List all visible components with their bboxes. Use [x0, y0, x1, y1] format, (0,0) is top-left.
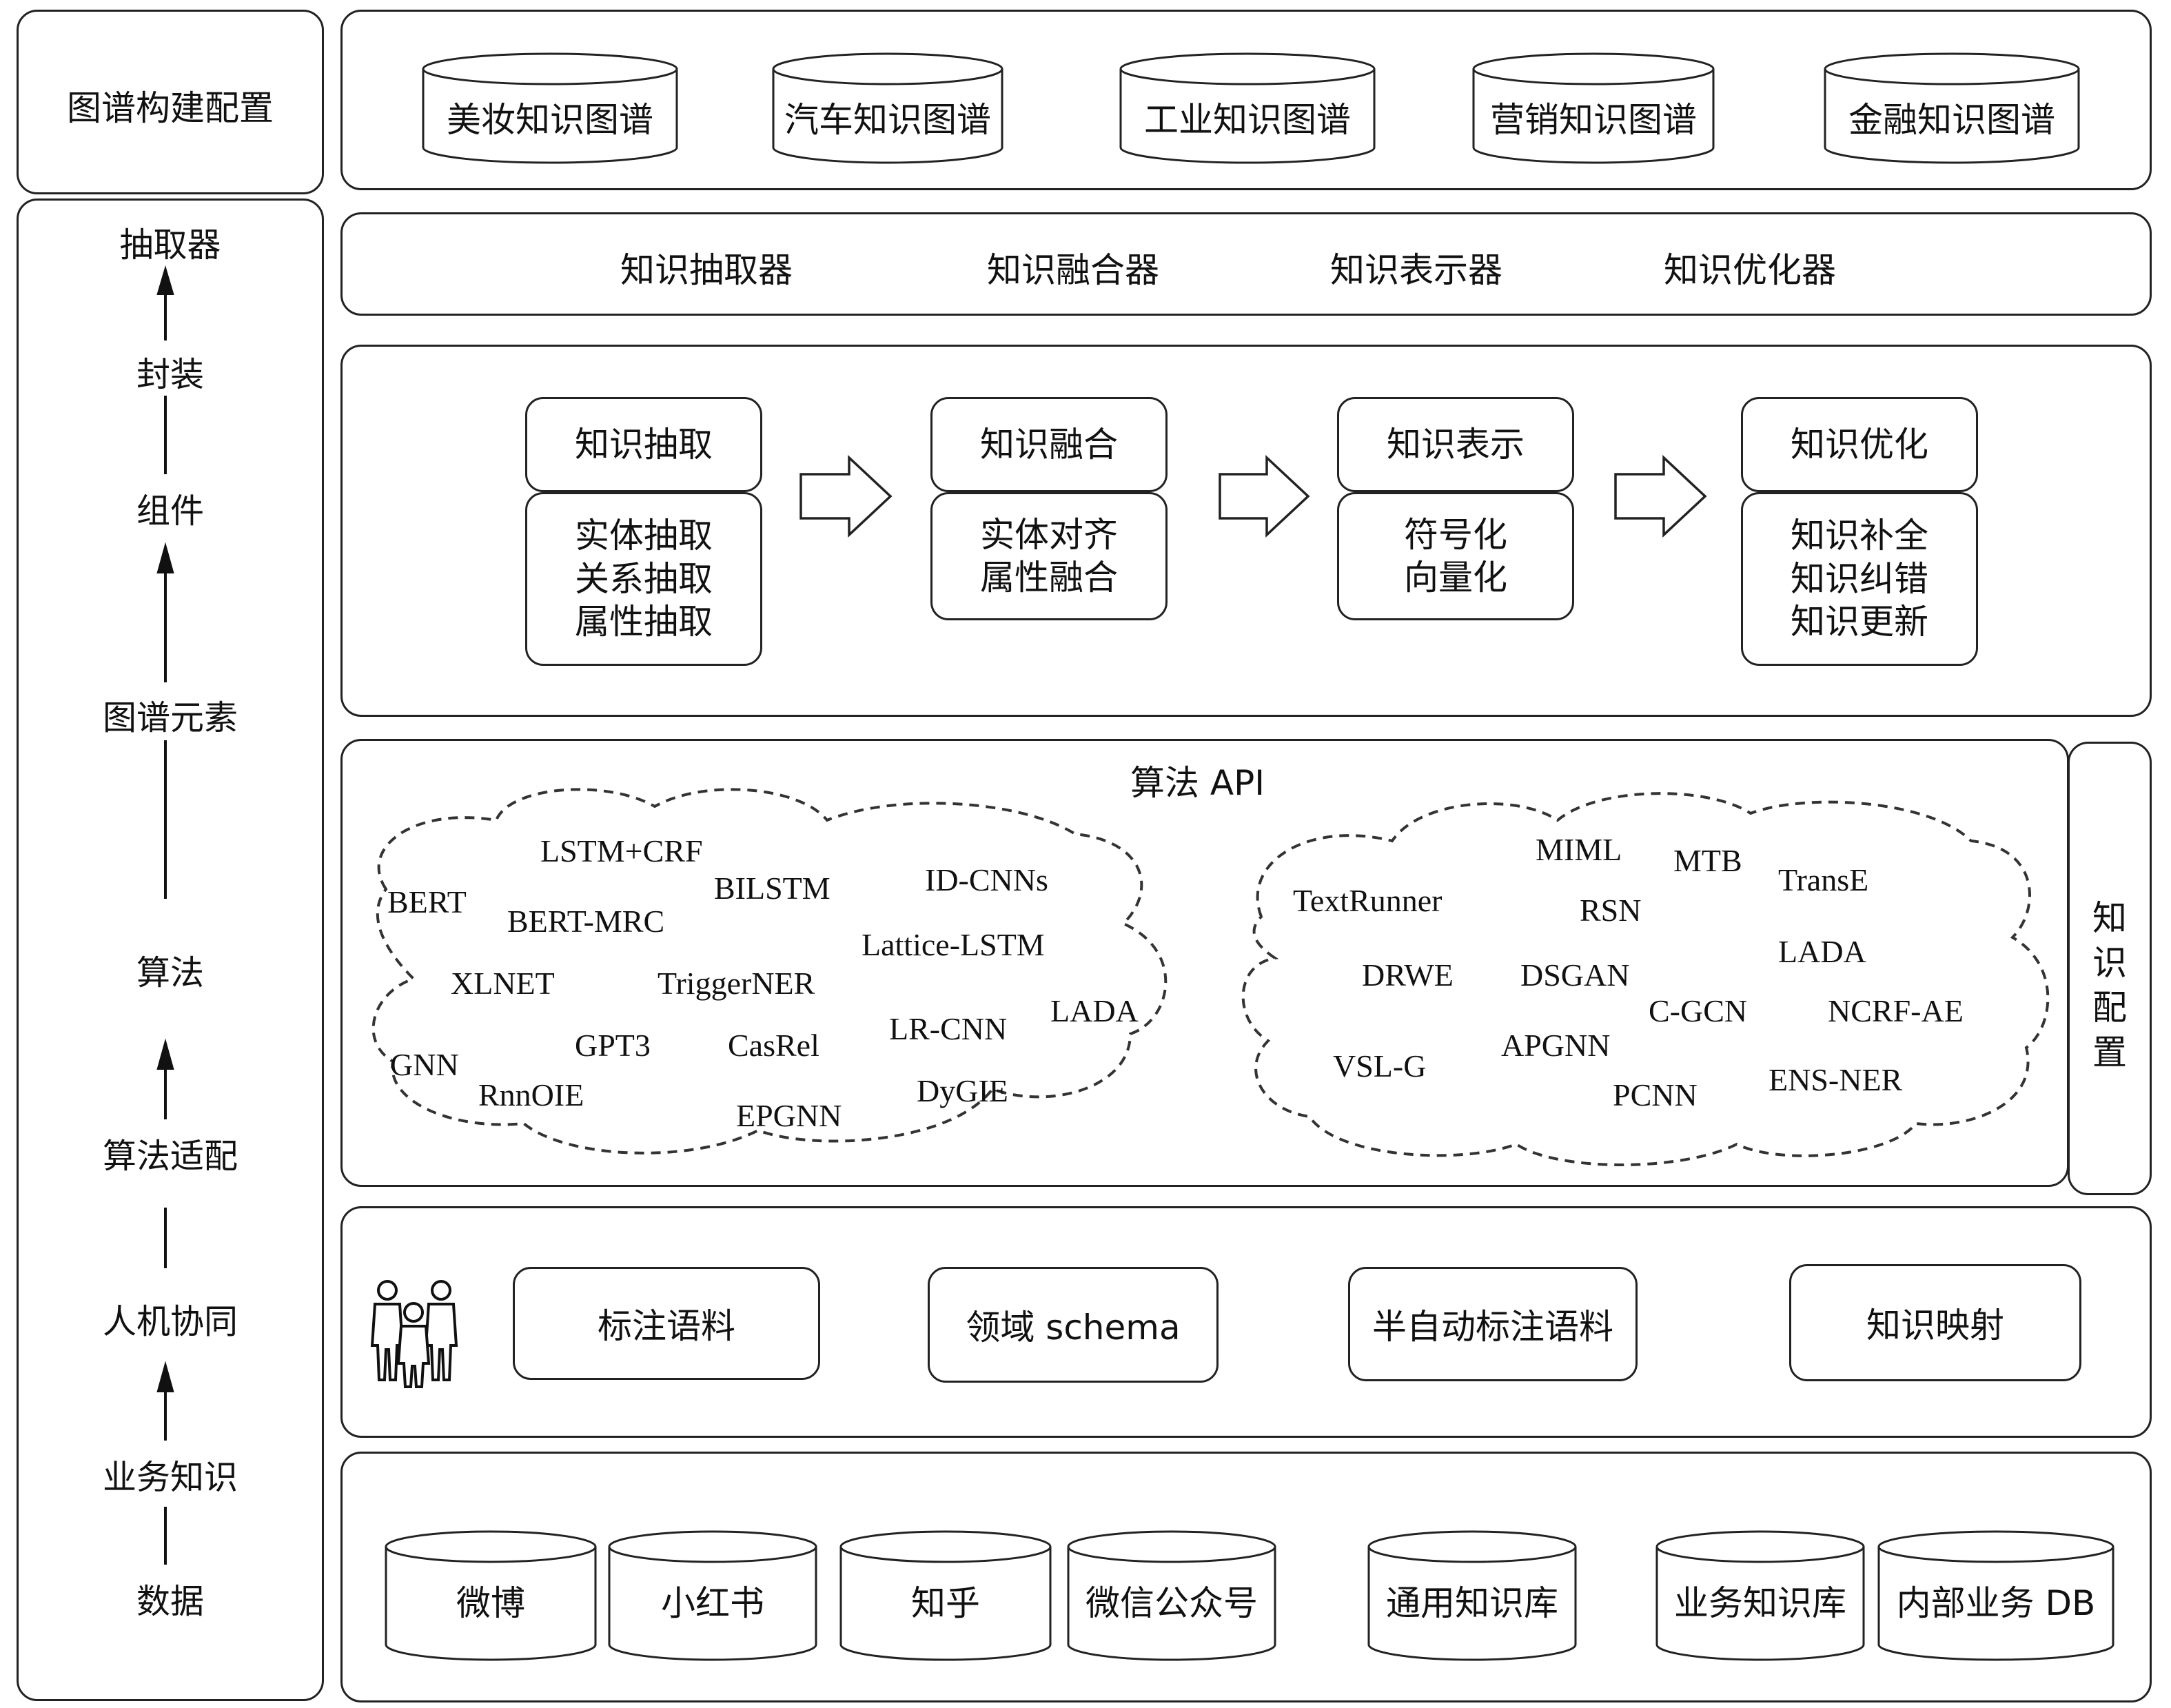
- algo-c-gcn: C-GCN: [1649, 993, 1748, 1028]
- algo-mtb: MTB: [1673, 843, 1742, 878]
- algorithm-title: 算法 API: [1130, 763, 1265, 803]
- algo-dsgan: DSGAN: [1520, 957, 1630, 993]
- algo-transe: TransE: [1778, 862, 1869, 897]
- pipeline-arrow-3: [1614, 454, 1707, 538]
- algo-id-cnns: ID-CNNs: [925, 862, 1048, 897]
- pipeline-stage-extraction-body: 实体抽取 关系抽取 属性抽取: [525, 492, 762, 666]
- algo-casrel: CasRel: [728, 1028, 819, 1063]
- algo-apgnn: APGNN: [1501, 1028, 1611, 1063]
- algo-lstm-crf: LSTM+CRF: [540, 833, 703, 868]
- graph-domain-marketing: 营销知识图谱: [1490, 100, 1697, 140]
- pipeline-arrow-2: [1219, 454, 1310, 538]
- config-header-box: 图谱构建配置: [17, 10, 324, 194]
- tool-fuser: 知识融合器: [987, 250, 1159, 290]
- algo-bert-mrc: BERT-MRC: [507, 904, 665, 939]
- people-icon: [370, 1280, 458, 1388]
- pipeline-stage-fusion-body: 实体对齐 属性融合: [930, 492, 1168, 620]
- data-source-weibo: 微博: [456, 1583, 525, 1623]
- algo-lattice-lstm: Lattice-LSTM: [862, 927, 1045, 962]
- algorithm-cloud-right: [1241, 792, 2050, 1166]
- tool-extractor: 知识抽取器: [620, 250, 793, 290]
- algo-ncrf-ae: NCRF-AE: [1828, 993, 1964, 1028]
- data-source-xiaohongshu: 小红书: [661, 1583, 764, 1623]
- algo-pcnn: PCNN: [1613, 1077, 1698, 1112]
- flow-step-component: 组件: [136, 491, 204, 531]
- build-flow-column: [17, 199, 324, 1701]
- pipeline-stage-representation-body: 符号化 向量化: [1337, 492, 1574, 620]
- algo-gpt3: GPT3: [575, 1028, 651, 1063]
- knowledge-config-side-panel: [2068, 742, 2152, 1195]
- algo-gnn: GNN: [390, 1047, 459, 1082]
- data-source-zhihu: 知乎: [911, 1583, 980, 1623]
- algo-vsl-g: VSL-G: [1333, 1048, 1427, 1084]
- algo-xlnet: XLNET: [451, 966, 555, 1001]
- algo-textrunner: TextRunner: [1293, 883, 1443, 918]
- data-source-business-kb: 业务知识库: [1674, 1583, 1846, 1623]
- flow-step-extractor: 抽取器: [119, 225, 221, 265]
- annotation-corpus-box: 标注语料: [513, 1267, 820, 1380]
- pipeline-arrow-1: [799, 454, 893, 538]
- algo-triggerner: TriggerNER: [658, 966, 815, 1001]
- flow-step-algorithm-adapt: 算法适配: [102, 1137, 238, 1176]
- graph-domain-cylinders: [422, 52, 2080, 164]
- data-source-internal-db: 内部业务 DB: [1896, 1583, 2096, 1623]
- algo-lr-cnn: LR-CNN: [889, 1011, 1008, 1046]
- flow-connectors: [156, 265, 174, 1565]
- pipeline-stage-fusion-title: 知识融合: [930, 397, 1168, 492]
- algo-bert: BERT: [387, 884, 467, 919]
- knowledge-mapping-box: 知识映射: [1789, 1264, 2081, 1381]
- graph-domain-finance: 金融知识图谱: [1848, 100, 2055, 140]
- tool-optimizer: 知识优化器: [1664, 250, 1836, 290]
- graph-domain-industry: 工业知识图谱: [1144, 100, 1351, 140]
- pipeline-arrows: [799, 454, 1707, 538]
- graph-domain-beauty: 美妆知识图谱: [447, 100, 653, 140]
- pipeline-stage-optimization-title: 知识优化: [1741, 397, 1978, 492]
- knowledge-config-side-label: 知识配置: [2092, 898, 2127, 1072]
- pipeline-stage-extraction-title: 知识抽取: [525, 397, 762, 492]
- pipeline-stage-representation-title: 知识表示: [1337, 397, 1574, 492]
- semi-auto-annotation-box: 半自动标注语料: [1348, 1267, 1638, 1381]
- algo-lada-left: LADA: [1050, 993, 1139, 1028]
- data-source-general-kb: 通用知识库: [1386, 1583, 1558, 1623]
- algo-miml: MIML: [1536, 832, 1622, 867]
- pipeline-stage-optimization-body: 知识补全 知识纠错 知识更新: [1741, 492, 1978, 666]
- flow-step-algorithm: 算法: [136, 953, 204, 993]
- algo-epgnn: EPGNN: [736, 1098, 842, 1133]
- algo-drwe: DRWE: [1362, 957, 1454, 993]
- algorithm-clouds: [371, 788, 2050, 1166]
- tool-representer: 知识表示器: [1330, 250, 1502, 290]
- flow-step-business-knowledge: 业务知识: [102, 1458, 238, 1497]
- algo-rnnoie: RnnOIE: [478, 1077, 584, 1112]
- data-source-wechat-official: 微信公众号: [1086, 1583, 1258, 1623]
- algo-dygie: DyGIE: [917, 1073, 1008, 1108]
- config-header-label: 图谱构建配置: [67, 88, 274, 128]
- tools-panel: [340, 212, 2152, 316]
- algo-bilstm: BILSTM: [714, 871, 830, 906]
- graph-domain-auto: 汽车知识图谱: [784, 100, 991, 140]
- flow-step-graph-element: 图谱元素: [102, 698, 238, 738]
- algo-rsn: RSN: [1580, 893, 1642, 928]
- flow-step-package: 封装: [136, 355, 204, 394]
- domain-schema-box: 领域 schema: [928, 1267, 1219, 1383]
- algorithm-cloud-left: [371, 788, 1168, 1155]
- algo-lada-right: LADA: [1778, 934, 1866, 969]
- flow-step-human-machine: 人机协同: [102, 1302, 238, 1341]
- algo-ens-ner: ENS-NER: [1769, 1062, 1903, 1097]
- flow-step-data: 数据: [136, 1582, 204, 1621]
